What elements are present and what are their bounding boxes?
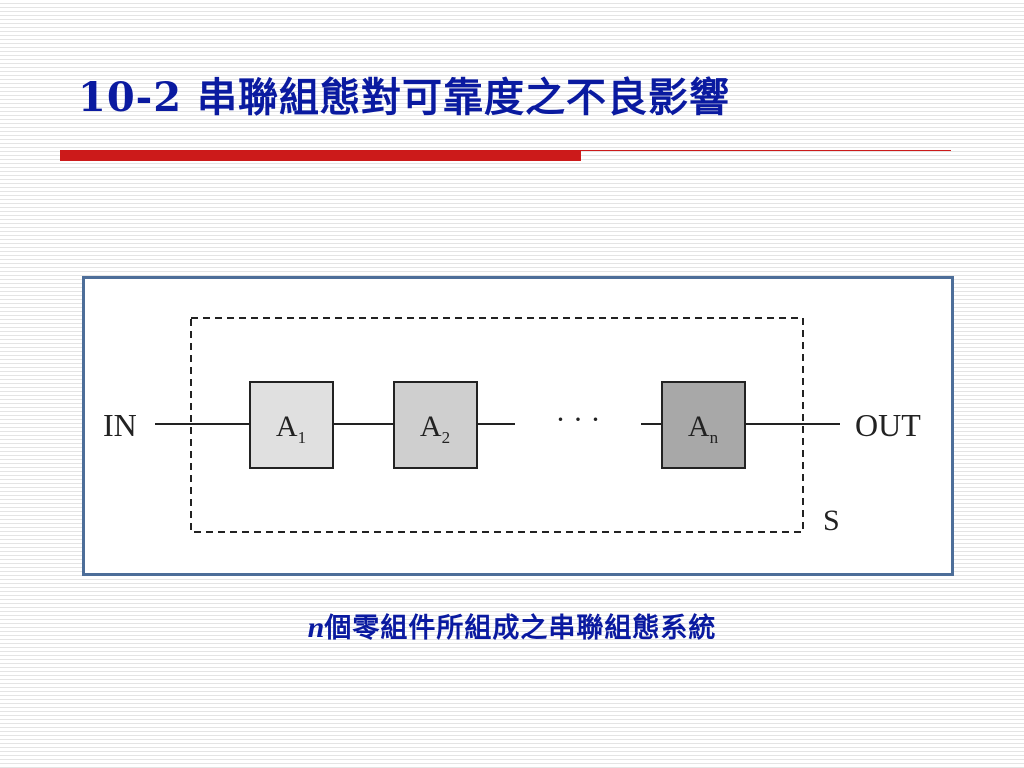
ellipsis: · · · <box>556 403 601 436</box>
system-boundary <box>190 317 804 533</box>
component-a2-letter: A <box>420 410 442 443</box>
component-an-letter: A <box>688 410 710 443</box>
title-underline-accent <box>60 150 581 161</box>
diagram-frame: A1 A2 · · · An IN OUT S <box>82 276 954 576</box>
slide-title: 10-2 串聯組態對可靠度之不良影響 <box>78 74 731 121</box>
system-label: S <box>823 504 840 537</box>
component-a1-box <box>249 381 334 469</box>
component-a2-label: A2 <box>420 410 450 447</box>
output-label: OUT <box>855 407 921 443</box>
input-label: IN <box>103 407 137 443</box>
component-an-subscript: n <box>710 428 719 447</box>
component-a1-subscript: 1 <box>298 428 307 447</box>
caption-variable: n <box>307 611 325 644</box>
component-a2: A2 <box>393 381 478 469</box>
component-an-box <box>661 381 746 469</box>
title-underline-thin <box>581 150 951 151</box>
component-a1-label: A1 <box>276 410 306 447</box>
component-a2-box <box>393 381 478 469</box>
component-a1-letter: A <box>276 410 298 443</box>
figure-caption: n個零組件所組成之串聯組態系統 <box>0 606 1024 645</box>
component-a2-subscript: 2 <box>442 428 451 447</box>
series-system-diagram: A1 A2 · · · An IN OUT S <box>103 317 921 537</box>
component-an: An <box>661 381 746 469</box>
caption-text: 個零組件所組成之串聯組態系統 <box>324 613 717 644</box>
component-an-label: An <box>688 410 719 447</box>
component-a1: A1 <box>249 381 334 469</box>
